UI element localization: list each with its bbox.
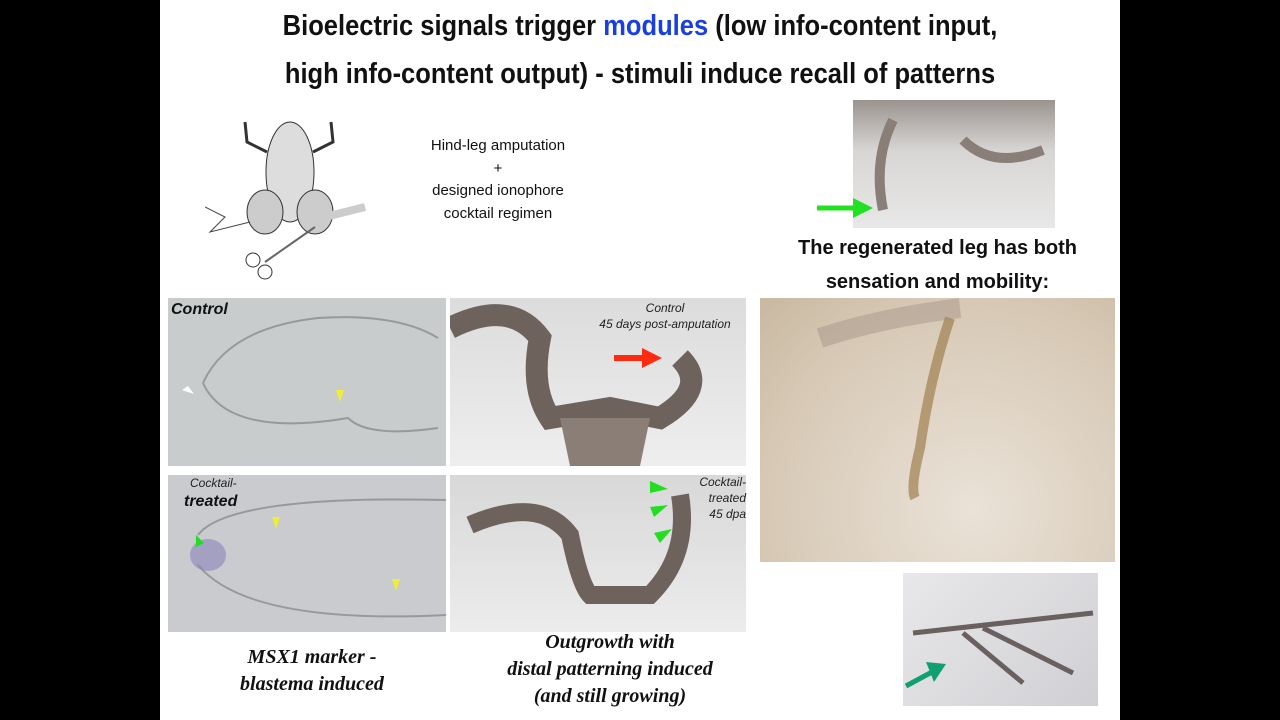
control-msx1-image — [168, 298, 446, 466]
procedure-line: Hind-leg amputation — [430, 137, 566, 154]
slide: Bioelectric signals trigger modules (low… — [160, 0, 1120, 720]
control-leg-photo — [450, 298, 746, 466]
cocktail-label-1: Cocktail- — [190, 476, 237, 490]
label-line: Control — [645, 301, 685, 315]
procedure-line: + — [493, 159, 503, 177]
regenerated-heading: The regenerated leg has both sensation a… — [750, 231, 1120, 299]
control-label: Control — [171, 301, 228, 318]
regenerated-foot-photo — [903, 573, 1098, 706]
caption-line: (and still growing) — [533, 685, 687, 707]
frog-scissors-illustration — [205, 121, 366, 280]
caption-line: blastema induced — [240, 673, 384, 695]
title-text: (low info-content input, — [708, 10, 998, 42]
label-line: Cocktail- — [699, 475, 746, 489]
cocktail-photo-label: Cocktail- treated 45 dpa — [680, 474, 746, 522]
slide-title-line1: Bioelectric signals trigger modules (low… — [218, 2, 1063, 50]
label-line: 45 dpa — [709, 507, 746, 521]
title-text: Bioelectric signals trigger — [282, 10, 604, 42]
teal-arrow-icon — [904, 662, 946, 689]
procedure-line: designed ionophore — [432, 182, 564, 199]
msx1-caption: MSX1 marker - blastema induced — [180, 644, 444, 698]
caption-line: Outgrowth with — [545, 631, 675, 653]
regenerated-line: The regenerated leg has both — [798, 237, 1077, 259]
procedure-text: Hind-leg amputation + designed ionophore… — [398, 135, 598, 225]
caption-line: distal patterning induced — [507, 658, 713, 680]
caption-line: MSX1 marker - — [247, 646, 377, 668]
slide-title-line2: high info-content output) - stimuli indu… — [284, 58, 996, 90]
regenerated-line: sensation and mobility: — [825, 271, 1050, 293]
label-line: 45 days post-amputation — [599, 317, 731, 331]
red-arrow-icon — [614, 348, 662, 368]
cocktail-leg-photo — [450, 475, 746, 632]
label-line: treated — [708, 491, 746, 505]
cocktail-label-2: treated — [184, 493, 238, 510]
regenerated-leg-photo-top — [853, 100, 1055, 228]
title-highlight: modules — [603, 10, 709, 42]
regenerated-leg-video[interactable] — [760, 298, 1115, 562]
outgrowth-caption: Outgrowth with distal patterning induced… — [460, 629, 760, 710]
cocktail-msx1-image — [168, 475, 446, 632]
procedure-line: cocktail regimen — [443, 204, 553, 222]
green-arrow-icon — [817, 198, 873, 218]
control-photo-label: Control 45 days post-amputation — [585, 300, 745, 332]
